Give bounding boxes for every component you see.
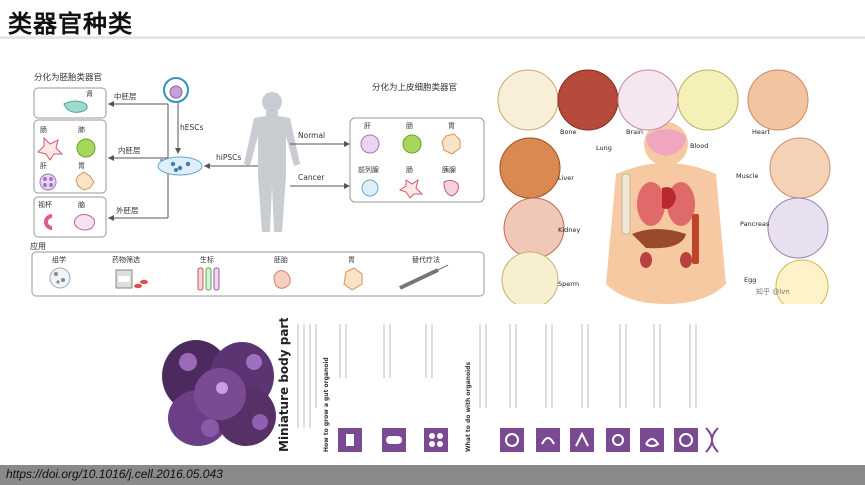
epi-label-stomach: 胃 [448, 122, 455, 130]
lung-organoid-icon [76, 138, 96, 158]
omics-icon [49, 267, 71, 289]
app-omics: 组学 [52, 255, 66, 264]
organ-label-optic-cup: 视杯 [38, 200, 52, 209]
brain-organoid-icon [73, 213, 96, 231]
label-sperm: Sperm [558, 280, 579, 288]
human-silhouette-icon [244, 92, 300, 232]
optic-cup-organoid-icon [44, 214, 52, 230]
header-epithelial: 分化为上皮细胞类器官 [372, 82, 457, 93]
label-heart: Heart [752, 128, 771, 136]
sperm-tissue-icon [501, 251, 559, 304]
infographic-section-uses: What to do with organoids [465, 362, 472, 452]
organ-label-brain: 脑 [78, 200, 85, 209]
bone-tissue-icon [497, 69, 559, 131]
app-replacement-therapy: 替代疗法 [412, 255, 440, 264]
label-normal: Normal [298, 131, 325, 140]
organ-label-gut: 肠 [40, 125, 47, 134]
label-pancreas: Pancreas [740, 220, 770, 228]
citation-doi-link[interactable]: https://doi.org/10.1016/j.cell.2016.05.0… [6, 467, 223, 481]
epi-label-prostate: 前列腺 [358, 165, 379, 174]
label-hescs: hESCs [180, 123, 203, 132]
label-cancer: Cancer [298, 173, 325, 182]
label-liver: Liver [558, 174, 574, 182]
step2-incubate-icon [382, 428, 406, 452]
organoid-differentiation-figure: 分化为胚胎类器官 分化为上皮细胞类器官 肾 肠 肺 肝 胃 视杯 脑 中胚层 内… [30, 72, 485, 297]
label-endoderm: 内胚层 [118, 145, 141, 155]
regenerative-medicine-icon [500, 428, 524, 452]
applications-label: 应用 [30, 241, 46, 251]
label-ectoderm: 外胚层 [116, 205, 139, 215]
organ-label-lung: 肺 [78, 126, 85, 134]
epi-label-pancreas: 胰腺 [442, 165, 456, 174]
epi-label-liver: 肝 [364, 122, 371, 130]
label-egg: Egg [744, 276, 756, 284]
gut-organoid-icon [37, 136, 64, 161]
liver-organoid-icon [39, 173, 57, 191]
step1-tissue-sample-icon [338, 428, 362, 452]
toxicity-testing-icon [606, 428, 630, 452]
embryo-icon [273, 270, 291, 289]
organ-anatomy-figure: Bone Lung Brain Blood Heart Liver Muscle… [497, 69, 831, 304]
blood-tissue-icon [677, 69, 739, 131]
label-blood: Blood [690, 142, 708, 150]
kidney-organoid-icon [63, 100, 88, 113]
epi-stomach-icon [441, 133, 461, 155]
organ-label-liver: 肝 [40, 162, 47, 170]
app-drug-screening: 药物筛选 [112, 255, 140, 264]
organ-label-kidney: 肾 [86, 89, 93, 98]
applications-box [31, 251, 485, 297]
zhihu-watermark: 知乎 @lvn [756, 287, 790, 296]
infographic-body-text [297, 324, 697, 428]
title-divider [0, 36, 865, 39]
label-muscle: Muscle [736, 172, 759, 180]
infographic-section-grow: How to grow a gut organoid [323, 357, 330, 452]
stomach-organoid-icon [75, 171, 95, 191]
organ-label-stomach: 胃 [78, 162, 85, 170]
brain-tissue-icon [617, 69, 679, 131]
footer-bar [0, 465, 865, 485]
epi-liver-icon [360, 134, 380, 154]
epi-gut-icon [402, 134, 422, 154]
egg-tissue-icon [775, 259, 829, 304]
label-mesoderm: 中胚层 [114, 91, 137, 101]
muscle-tissue-icon [769, 137, 831, 199]
header-embryonic: 分化为胚胎类器官 [34, 72, 102, 83]
app-biomarkers: 生标 [200, 255, 214, 264]
label-lung: Lung [596, 144, 612, 152]
drug-testing-icon [536, 428, 560, 452]
syringe-icon [399, 264, 449, 290]
kidney-tissue-icon [503, 197, 565, 259]
lung-tissue-icon [557, 69, 619, 131]
drug-screening-icon [115, 269, 148, 289]
app-stomach: 胃 [348, 256, 355, 264]
cancer-studies-dna-icon [705, 427, 719, 453]
pancreas-tissue-icon [767, 197, 829, 259]
app-embryo: 胚胎 [274, 255, 288, 264]
personalized-medicine-icon [570, 428, 594, 452]
label-bone: Bone [560, 128, 577, 136]
epi-label-gut2: 肠 [406, 165, 413, 174]
label-hipscs: hiPSCs [216, 153, 241, 162]
label-brain: Brain [626, 128, 643, 136]
epi-label-gut: 肠 [406, 121, 413, 130]
stomach-application-icon [343, 267, 363, 291]
human-torso-illustration [606, 122, 726, 304]
epi-prostate-icon [361, 179, 379, 197]
heart-tissue-icon [747, 69, 809, 131]
miniature-body-parts-infographic: Miniature body parts How to grow a gut o… [162, 318, 719, 453]
infection-modeling-icon [674, 428, 698, 452]
biomarker-tubes-icon [197, 267, 220, 291]
stem-cell-dish [163, 77, 189, 103]
epi-gut-cancer-icon [398, 178, 424, 199]
label-kidney: Kidney [558, 226, 580, 234]
epi-pancreas-icon [443, 179, 459, 197]
step3-harvest-icon [424, 428, 448, 452]
infographic-heading: Miniature body parts [277, 318, 291, 452]
slide-title: 类器官种类 [8, 10, 133, 38]
liver-tissue-icon [499, 137, 561, 199]
gut-organoid-micrograph [162, 340, 276, 446]
